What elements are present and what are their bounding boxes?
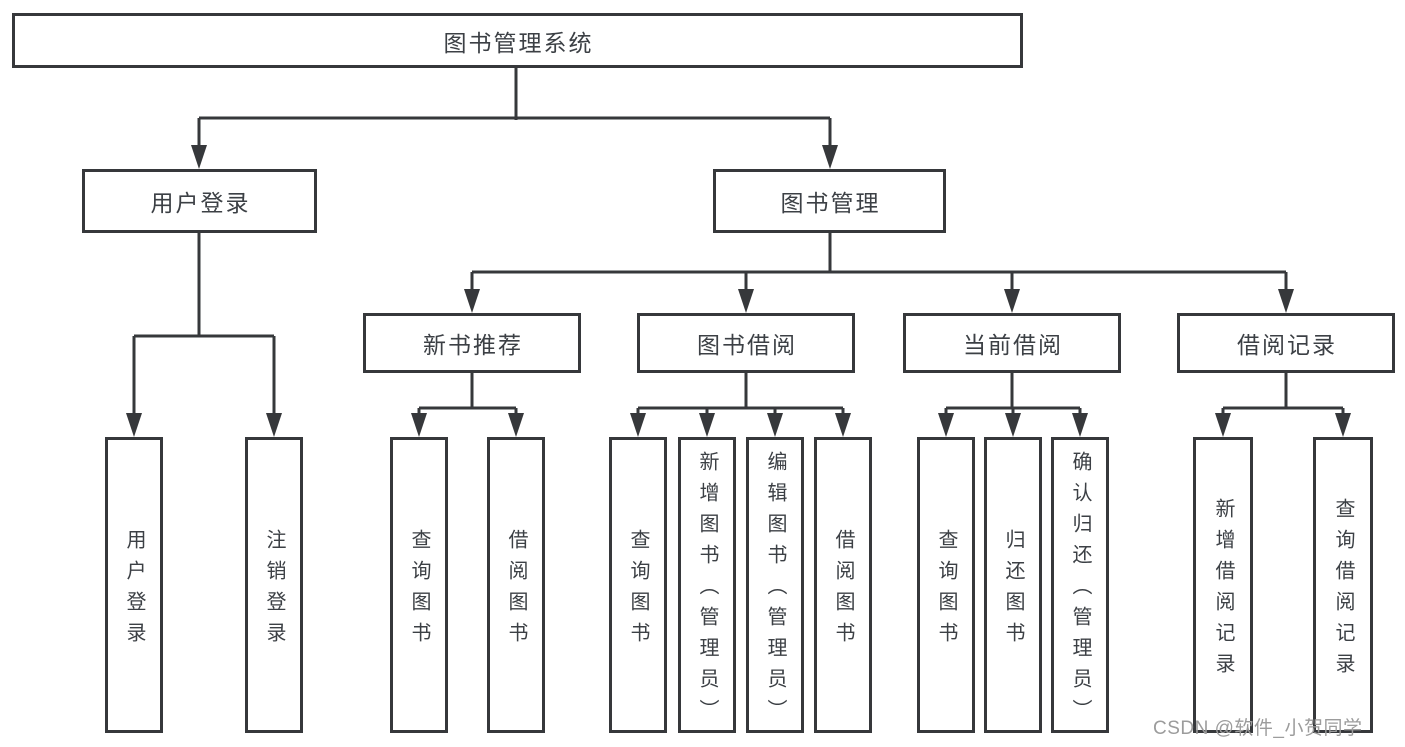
- leaf-edit-books-admin: 编辑图书（管理员）: [746, 437, 804, 733]
- leaf-query-books-recommend: 查询图书: [390, 437, 448, 733]
- leaf-add-books-admin: 新增图书（管理员）: [678, 437, 736, 733]
- leaf-edit-books-admin-label: 编辑图书（管理员）: [764, 451, 786, 730]
- leaf-logout-label: 注销登录: [263, 528, 285, 653]
- leaf-logout: 注销登录: [245, 437, 303, 733]
- node-book-borrowing: 图书借阅: [637, 313, 855, 373]
- leaf-add-books-admin-label: 新增图书（管理员）: [696, 451, 718, 730]
- leaf-user-login: 用户登录: [105, 437, 163, 733]
- leaf-return-books: 归还图书: [984, 437, 1042, 733]
- leaf-borrow-books-recommend-label: 借阅图书: [505, 528, 527, 653]
- leaf-confirm-return-admin-label: 确认归还（管理员）: [1069, 451, 1091, 730]
- root-node-label: 图书管理系统: [443, 29, 594, 56]
- node-current-borrowing: 当前借阅: [903, 313, 1121, 373]
- leaf-query-books-recommend-label: 查询图书: [408, 528, 430, 653]
- leaf-query-books-current-label: 查询图书: [935, 528, 957, 653]
- leaf-query-borrow-record: 查询借阅记录: [1313, 437, 1373, 733]
- leaf-query-books-borrowing: 查询图书: [609, 437, 667, 733]
- node-book-management-label: 图书管理: [780, 190, 881, 216]
- leaf-borrow-books-label: 借阅图书: [832, 528, 854, 653]
- leaf-borrow-books-recommend: 借阅图书: [487, 437, 545, 733]
- node-user-login-label: 用户登录: [150, 190, 251, 216]
- leaf-query-books-borrowing-label: 查询图书: [627, 528, 649, 653]
- node-borrowing-records: 借阅记录: [1177, 313, 1395, 373]
- leaf-add-borrow-record: 新增借阅记录: [1193, 437, 1253, 733]
- leaf-borrow-books: 借阅图书: [814, 437, 872, 733]
- node-current-borrowing-label: 当前借阅: [963, 332, 1063, 358]
- leaf-confirm-return-admin: 确认归还（管理员）: [1051, 437, 1109, 733]
- leaf-query-books-current: 查询图书: [917, 437, 975, 733]
- leaf-return-books-label: 归还图书: [1002, 528, 1024, 653]
- node-user-login: 用户登录: [82, 169, 317, 233]
- root-node: 图书管理系统: [12, 13, 1023, 68]
- leaf-add-borrow-record-label: 新增借阅记录: [1212, 497, 1234, 684]
- node-new-book-recommend: 新书推荐: [363, 313, 581, 373]
- node-borrowing-records-label: 借阅记录: [1237, 332, 1337, 358]
- leaf-user-login-label: 用户登录: [123, 528, 145, 653]
- node-book-borrowing-label: 图书借阅: [697, 332, 797, 358]
- node-new-book-recommend-label: 新书推荐: [423, 332, 523, 358]
- node-book-management: 图书管理: [713, 169, 946, 233]
- leaf-query-borrow-record-label: 查询借阅记录: [1332, 497, 1354, 684]
